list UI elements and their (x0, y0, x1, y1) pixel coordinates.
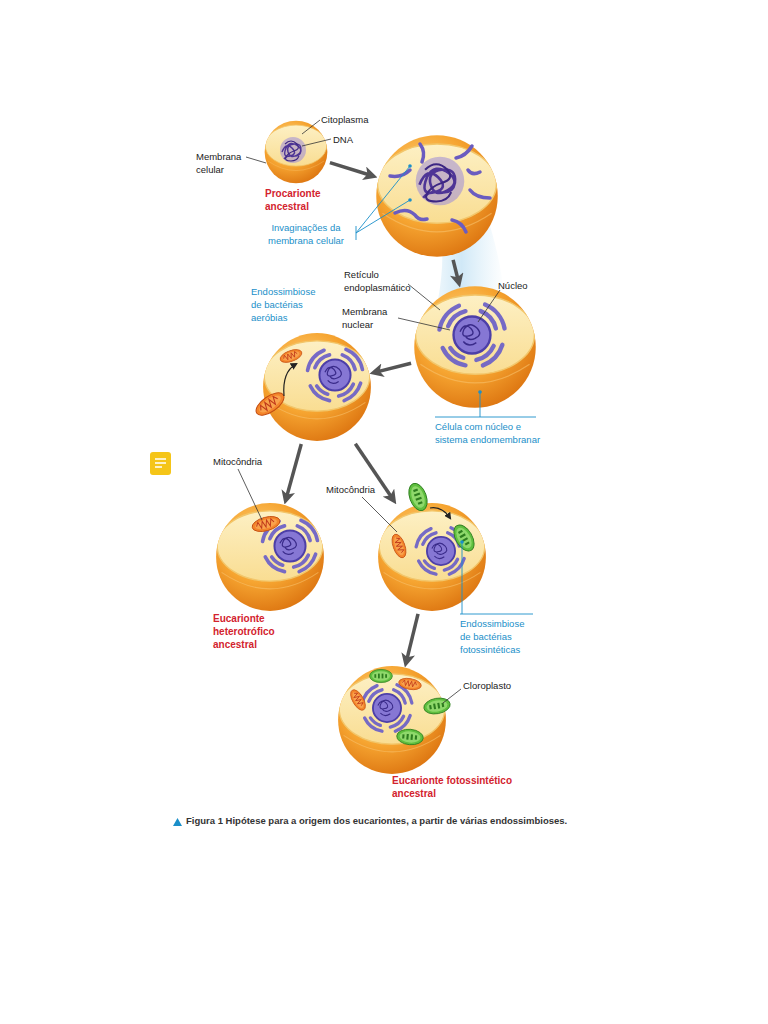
chloroplast (396, 728, 424, 746)
membrane-invagination (470, 190, 490, 198)
cell-sphere (338, 666, 446, 774)
figure-caption: Figura 1 Hipótese para a origem dos euca… (186, 814, 567, 827)
part-label: Mitocôndria (213, 455, 262, 468)
cell-sphere (376, 135, 498, 257)
leader-line (398, 318, 450, 330)
membrane-invagination (390, 170, 410, 176)
cell-sphere (378, 503, 486, 611)
cell-node: Endossimbiose de bactérias aeróbias (262, 332, 372, 442)
part-label: Mitocôndria (326, 483, 375, 496)
stage-title: Eucarionte fotossintético ancestral (392, 774, 542, 800)
comment-icon-lines (155, 459, 166, 467)
process-arrow (453, 260, 459, 282)
mitochondrion (250, 514, 281, 534)
part-label: Membrana nuclear (342, 305, 402, 331)
cell-outline (377, 502, 487, 612)
process-arrow (406, 614, 418, 662)
leader-line (443, 689, 461, 703)
mitochondrion (389, 532, 408, 559)
cell-node: Invaginações da membrana celular (375, 134, 499, 258)
process-arrow (375, 363, 411, 372)
cell-node: Endossimbiose de bactérias fotossintétic… (377, 502, 487, 612)
nucleus-and-er (416, 528, 466, 574)
cell-node: Célula com núcleo e sistema endomembrana… (413, 285, 537, 409)
process-callout: Endossimbiose de bactérias aeróbias (251, 285, 323, 324)
cell-sphere (414, 286, 536, 408)
chloroplast (423, 696, 452, 716)
leader-line (302, 120, 320, 134)
cell-node: Procarionte ancestral (264, 120, 328, 184)
cell-node: Eucarionte fotossintético ancestral (337, 665, 447, 775)
aerobic-bacterium (252, 388, 287, 419)
nucleus-and-er (263, 520, 318, 571)
membrane-invagination (456, 146, 472, 158)
leader-line (478, 290, 500, 322)
membrane-invagination (452, 220, 466, 232)
callout-dot (408, 198, 412, 202)
leader-line (238, 469, 262, 520)
leader-line (302, 139, 331, 146)
membrane-invagination (395, 210, 427, 219)
cell-sphere (265, 121, 328, 184)
callout-dot (478, 390, 482, 394)
comment-icon (150, 452, 171, 475)
callout-dot (460, 540, 464, 544)
chloroplast (370, 669, 393, 682)
uptake-arrow (430, 508, 450, 518)
mitochondrion (348, 687, 369, 712)
cell-outline (337, 665, 447, 775)
uptake-arrow (284, 364, 296, 396)
part-label: Citoplasma (321, 113, 369, 126)
cell-sphere (263, 333, 371, 441)
callout-dot (408, 164, 412, 168)
part-label: Núcleo (498, 279, 528, 292)
callout-bracket (460, 542, 533, 614)
chloroplast (450, 522, 479, 555)
photosynthetic-bacterium (405, 481, 430, 513)
part-label: Cloroplasto (463, 679, 511, 692)
cell-outline (262, 332, 372, 442)
caption-triangle (173, 818, 182, 826)
process-callout: Célula com núcleo e sistema endomembrana… (435, 420, 553, 446)
leader-line (246, 157, 266, 163)
callout-bracket (356, 166, 410, 240)
process-callout: Invaginações da membrana celular (256, 221, 356, 247)
part-label: DNA (333, 133, 353, 146)
process-arrow (286, 444, 301, 499)
membrane-invagination (468, 170, 480, 174)
nucleus-and-er (362, 685, 412, 731)
leader-line (408, 284, 440, 310)
dna-cluster (280, 137, 306, 163)
cell-outline (413, 285, 537, 409)
membrane-invagination (420, 144, 424, 162)
mitochondrion (278, 347, 303, 365)
process-arrow (330, 163, 372, 176)
cell-outline (375, 134, 499, 258)
cell-outline (264, 120, 328, 184)
callout-bracket (435, 392, 536, 417)
cell-outline (215, 502, 325, 612)
stage-title: Eucarionte heterotrófico ancestral (213, 612, 288, 651)
process-callout: Endossimbiose de bactérias fotossintétic… (460, 617, 534, 656)
cell-node: Eucarionte heterotrófico ancestral (215, 502, 325, 612)
cell-sphere (216, 503, 324, 611)
dna-cluster (416, 157, 465, 206)
part-label: Retículo endoplasmático (344, 268, 424, 294)
leader-line (362, 497, 397, 532)
nucleus-and-er (439, 305, 504, 366)
part-label: Membrana celular (196, 150, 251, 176)
nucleus-and-er (308, 349, 363, 400)
stage-title: Procarionte ancestral (265, 187, 340, 213)
mitochondrion (398, 677, 422, 692)
